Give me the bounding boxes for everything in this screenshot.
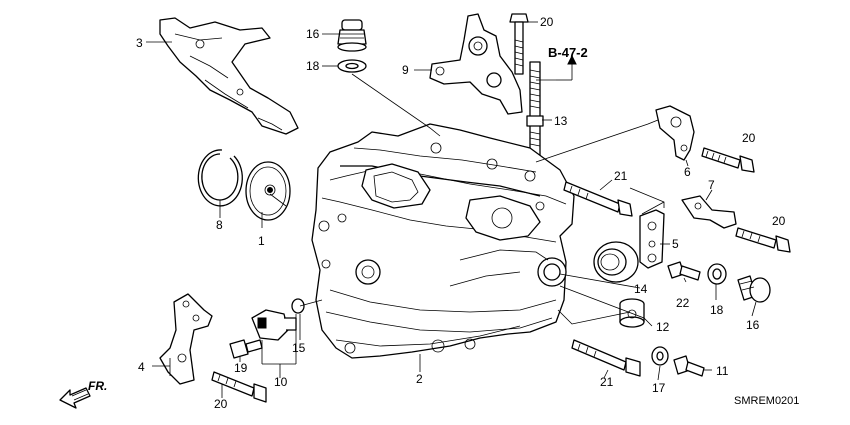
callout-21-lower: 21	[600, 375, 614, 389]
callout-17: 17	[652, 381, 666, 395]
diagram-code: SMREM0201	[734, 395, 799, 407]
callout-18-right: 18	[710, 303, 724, 317]
callout-7: 7	[708, 178, 715, 192]
part-11-bolt[interactable]	[673, 355, 705, 377]
callout-2: 2	[416, 372, 423, 386]
callout-9: 9	[402, 63, 409, 77]
callout-20-bottom: 20	[214, 397, 228, 411]
part-16-drain-plug[interactable]	[737, 275, 771, 303]
part-7-clip[interactable]	[681, 195, 737, 229]
part-18-washer[interactable]	[337, 59, 367, 73]
callout-12: 12	[656, 320, 670, 334]
callout-3: 3	[136, 36, 143, 50]
reference-label: B-47-2	[548, 45, 588, 60]
callout-20-right-mid: 20	[772, 214, 786, 228]
callout-22: 22	[676, 296, 690, 310]
part-17-washer[interactable]	[651, 346, 669, 366]
part-14-oil-seal[interactable]	[593, 241, 639, 283]
front-direction-arrow-icon	[59, 387, 91, 409]
part-20-bolt-right-top[interactable]	[701, 147, 755, 173]
callout-14: 14	[634, 282, 648, 296]
callouts: 3 16 18 9 20 B-47-2 13 8 1 20 6 21 7 20 …	[88, 15, 799, 411]
part-19-bolt[interactable]	[229, 339, 263, 359]
part-21-bolt-lower[interactable]	[571, 339, 641, 377]
callout-16-right: 16	[746, 318, 760, 332]
front-direction-label: FR.	[88, 379, 107, 393]
callout-20-right-top: 20	[742, 131, 756, 145]
callout-21-upper: 21	[614, 169, 628, 183]
callout-6: 6	[684, 165, 691, 179]
part-4-bracket[interactable]	[159, 293, 213, 385]
part-1-oil-plate[interactable]	[245, 161, 291, 221]
part-10-sensor[interactable]	[251, 309, 297, 341]
callout-19: 19	[234, 361, 248, 375]
part-2-transmission-case[interactable]	[311, 123, 575, 359]
part-13-stud-bolt[interactable]	[526, 61, 544, 157]
part-20-bolt-bottom[interactable]	[211, 371, 267, 403]
callout-4: 4	[138, 360, 145, 374]
part-15-o-ring[interactable]	[291, 298, 305, 314]
callout-8: 8	[216, 218, 223, 232]
callout-13: 13	[554, 114, 568, 128]
part-18-washer-right[interactable]	[707, 263, 727, 285]
part-22-bolt[interactable]	[667, 261, 701, 281]
callout-18-top: 18	[306, 59, 320, 73]
leader-lines	[146, 21, 757, 398]
part-12-plug[interactable]	[619, 298, 645, 328]
callout-16-top: 16	[306, 27, 320, 41]
callout-11: 11	[716, 364, 729, 378]
part-8-snap-ring[interactable]	[197, 149, 243, 207]
part-16-filler-plug[interactable]	[337, 19, 367, 52]
reference-arrow	[536, 54, 577, 81]
part-6-bracket[interactable]	[655, 105, 695, 161]
part-20-bolt-top[interactable]	[509, 13, 529, 75]
part-9-bracket[interactable]	[429, 13, 523, 115]
part-20-bolt-right-mid[interactable]	[735, 227, 791, 253]
part-21-bolt-upper[interactable]	[563, 181, 633, 217]
callout-5: 5	[672, 237, 679, 251]
callout-20-top: 20	[540, 15, 554, 29]
part-5-stay[interactable]	[639, 209, 665, 269]
callout-1: 1	[258, 234, 265, 248]
callout-10: 10	[274, 375, 288, 389]
part-3-bracket[interactable]	[159, 17, 299, 135]
callout-15: 15	[292, 341, 306, 355]
